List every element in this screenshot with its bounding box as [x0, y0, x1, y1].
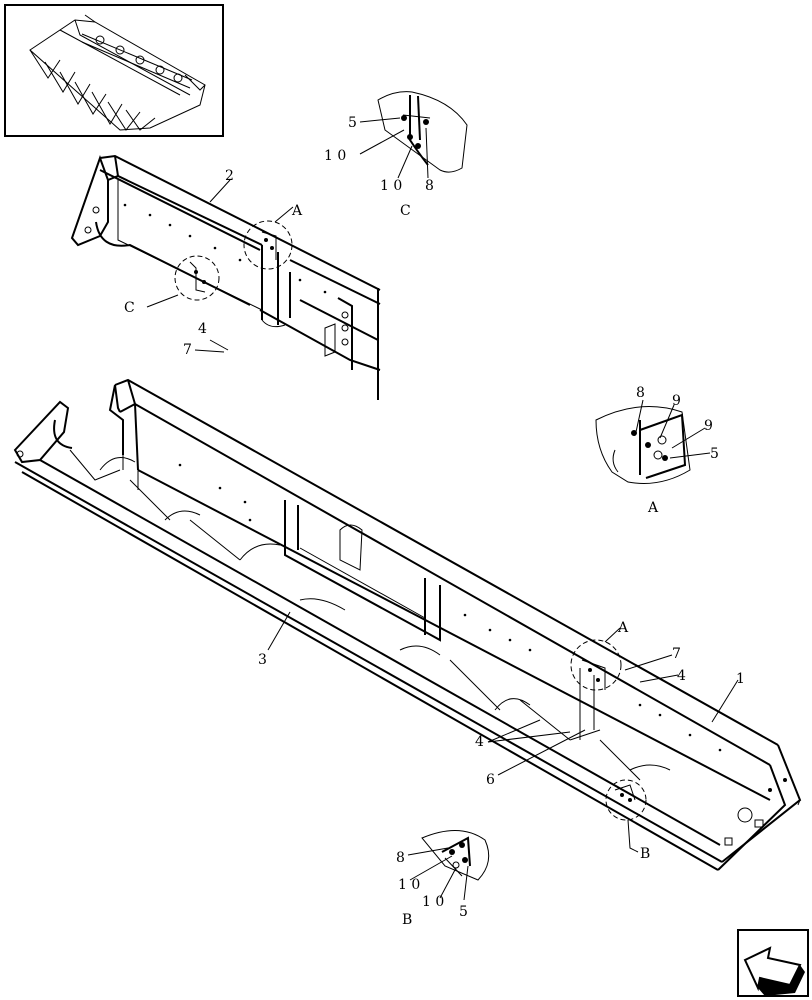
callout-4: 4	[475, 734, 484, 750]
previous-page-arrow-icon[interactable]	[737, 929, 809, 997]
callout-7: 7	[672, 646, 681, 662]
callout-9: 9	[704, 418, 713, 434]
callout-8: 8	[396, 850, 405, 866]
callout-4: 4	[198, 321, 207, 337]
corn-header-thumbnail-icon	[4, 4, 224, 137]
detail-title-a: A	[647, 500, 659, 516]
callout-4: 4	[677, 668, 686, 684]
callout-5: 5	[348, 115, 357, 131]
callout-8: 8	[636, 385, 645, 401]
callout-6: 6	[486, 772, 495, 788]
callout-b: B	[640, 846, 650, 862]
callout-5: 5	[459, 904, 468, 920]
detail-c	[359, 91, 468, 179]
detail-a	[595, 399, 711, 484]
callout-8: 8	[425, 178, 434, 194]
detail-title-b: B	[402, 912, 412, 928]
callout-5: 5	[710, 446, 719, 462]
callout-3: 3	[258, 652, 267, 668]
callout-1: 1	[736, 671, 745, 687]
callout-10: 1 0	[324, 148, 346, 164]
callout-10: 1 0	[398, 877, 420, 893]
callout-a: A	[617, 620, 629, 636]
upper-frame-assembly	[70, 154, 381, 400]
callout-9: 9	[672, 393, 681, 409]
callout-a: A	[291, 203, 303, 219]
main-frame-assembly	[13, 378, 802, 871]
callout-7: 7	[183, 342, 192, 358]
callout-10: 1 0	[422, 894, 444, 910]
callout-10: 1 0	[380, 178, 402, 194]
callout-c: C	[124, 300, 135, 316]
detail-title-c: C	[400, 203, 411, 219]
callout-2: 2	[225, 168, 234, 184]
detail-b	[407, 829, 490, 901]
